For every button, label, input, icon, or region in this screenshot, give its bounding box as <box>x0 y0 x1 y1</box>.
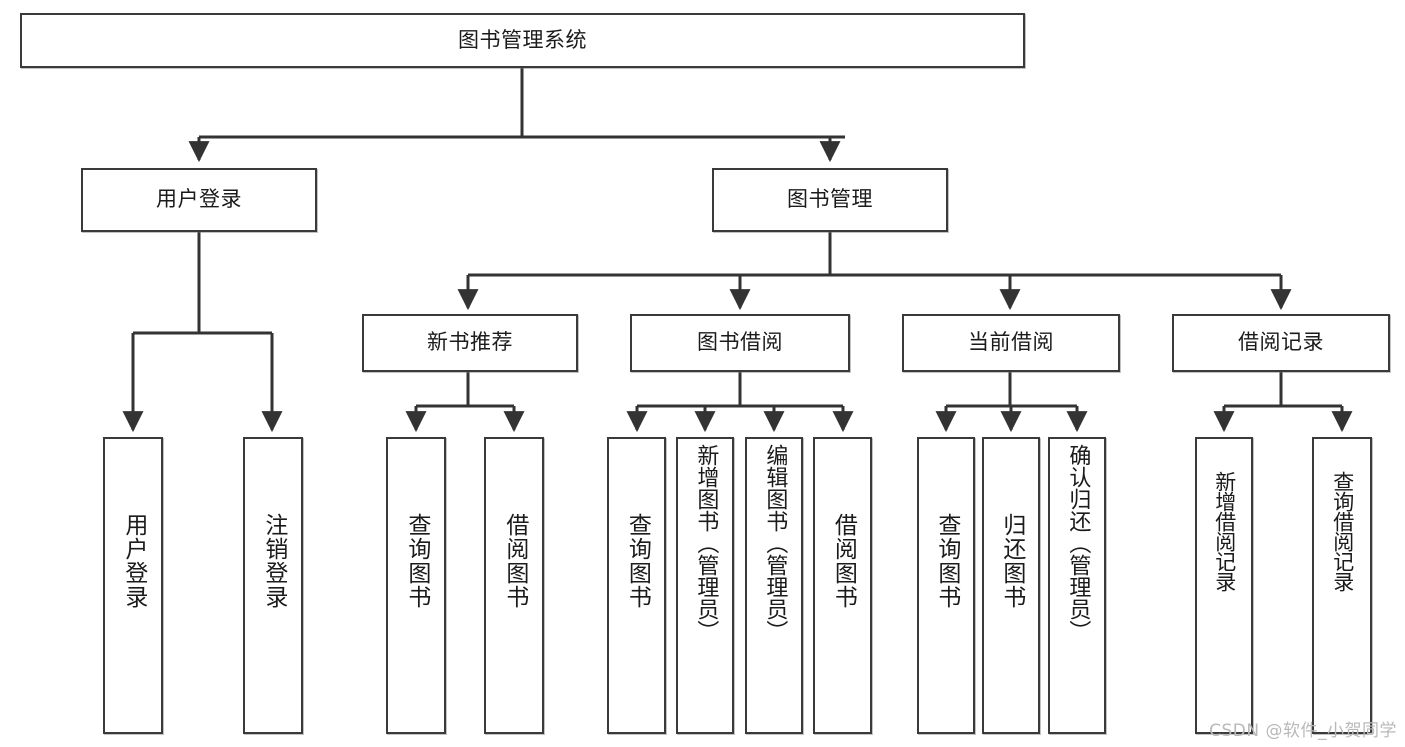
leaf-edit-book[interactable]: 编辑图书（管理员） <box>745 437 803 734</box>
leaf-edit-book-label: 编辑图书（管理员） <box>762 444 788 642</box>
leaf-return-book-label: 归还图书 <box>998 513 1025 609</box>
leaf-borrow-book-1-label: 借阅图书 <box>501 513 528 609</box>
leaf-logout[interactable]: 注销登录 <box>243 437 303 734</box>
leaf-user-login[interactable]: 用户登录 <box>103 437 163 734</box>
node-user-login-label: 用户登录 <box>156 187 242 212</box>
leaf-query-book-3-label: 查询图书 <box>933 513 960 609</box>
node-book-manage[interactable]: 图书管理 <box>712 168 948 232</box>
node-book-borrow-label: 图书借阅 <box>697 330 783 355</box>
leaf-query-book-2-label: 查询图书 <box>624 513 651 609</box>
leaf-query-book-2[interactable]: 查询图书 <box>607 437 666 734</box>
leaf-borrow-book-1[interactable]: 借阅图书 <box>484 437 544 734</box>
leaf-add-record-label: 新增借阅记录 <box>1212 471 1237 591</box>
leaf-confirm-return-label: 确认归还（管理员） <box>1065 444 1091 642</box>
leaf-query-book-3[interactable]: 查询图书 <box>917 437 975 734</box>
node-new-book-rec-label: 新书推荐 <box>427 330 513 355</box>
node-book-borrow[interactable]: 图书借阅 <box>630 314 850 372</box>
node-current-borrow[interactable]: 当前借阅 <box>902 314 1120 372</box>
leaf-user-login-label: 用户登录 <box>120 513 147 609</box>
leaf-borrow-book-2-label: 借阅图书 <box>830 513 857 609</box>
node-root[interactable]: 图书管理系统 <box>20 13 1025 68</box>
leaf-query-book-1[interactable]: 查询图书 <box>386 437 446 734</box>
node-current-borrow-label: 当前借阅 <box>968 330 1054 355</box>
leaf-add-book-label: 新增图书（管理员） <box>693 444 719 642</box>
node-borrow-record-label: 借阅记录 <box>1238 330 1324 355</box>
leaf-add-book[interactable]: 新增图书（管理员） <box>676 437 734 734</box>
node-borrow-record[interactable]: 借阅记录 <box>1172 314 1390 372</box>
node-book-manage-label: 图书管理 <box>787 187 873 212</box>
leaf-query-record[interactable]: 查询借阅记录 <box>1312 437 1372 734</box>
node-user-login[interactable]: 用户登录 <box>81 168 317 232</box>
leaf-logout-label: 注销登录 <box>260 513 287 609</box>
node-new-book-rec[interactable]: 新书推荐 <box>362 314 578 372</box>
leaf-query-book-1-label: 查询图书 <box>403 513 430 609</box>
leaf-add-record[interactable]: 新增借阅记录 <box>1195 437 1253 734</box>
node-root-label: 图书管理系统 <box>458 27 587 52</box>
csdn-watermark: CSDN @软件_小贺同学 <box>1209 721 1397 741</box>
leaf-return-book[interactable]: 归还图书 <box>982 437 1040 734</box>
leaf-borrow-book-2[interactable]: 借阅图书 <box>813 437 872 734</box>
leaf-query-record-label: 查询借阅记录 <box>1330 471 1355 591</box>
leaf-confirm-return[interactable]: 确认归还（管理员） <box>1048 437 1106 734</box>
